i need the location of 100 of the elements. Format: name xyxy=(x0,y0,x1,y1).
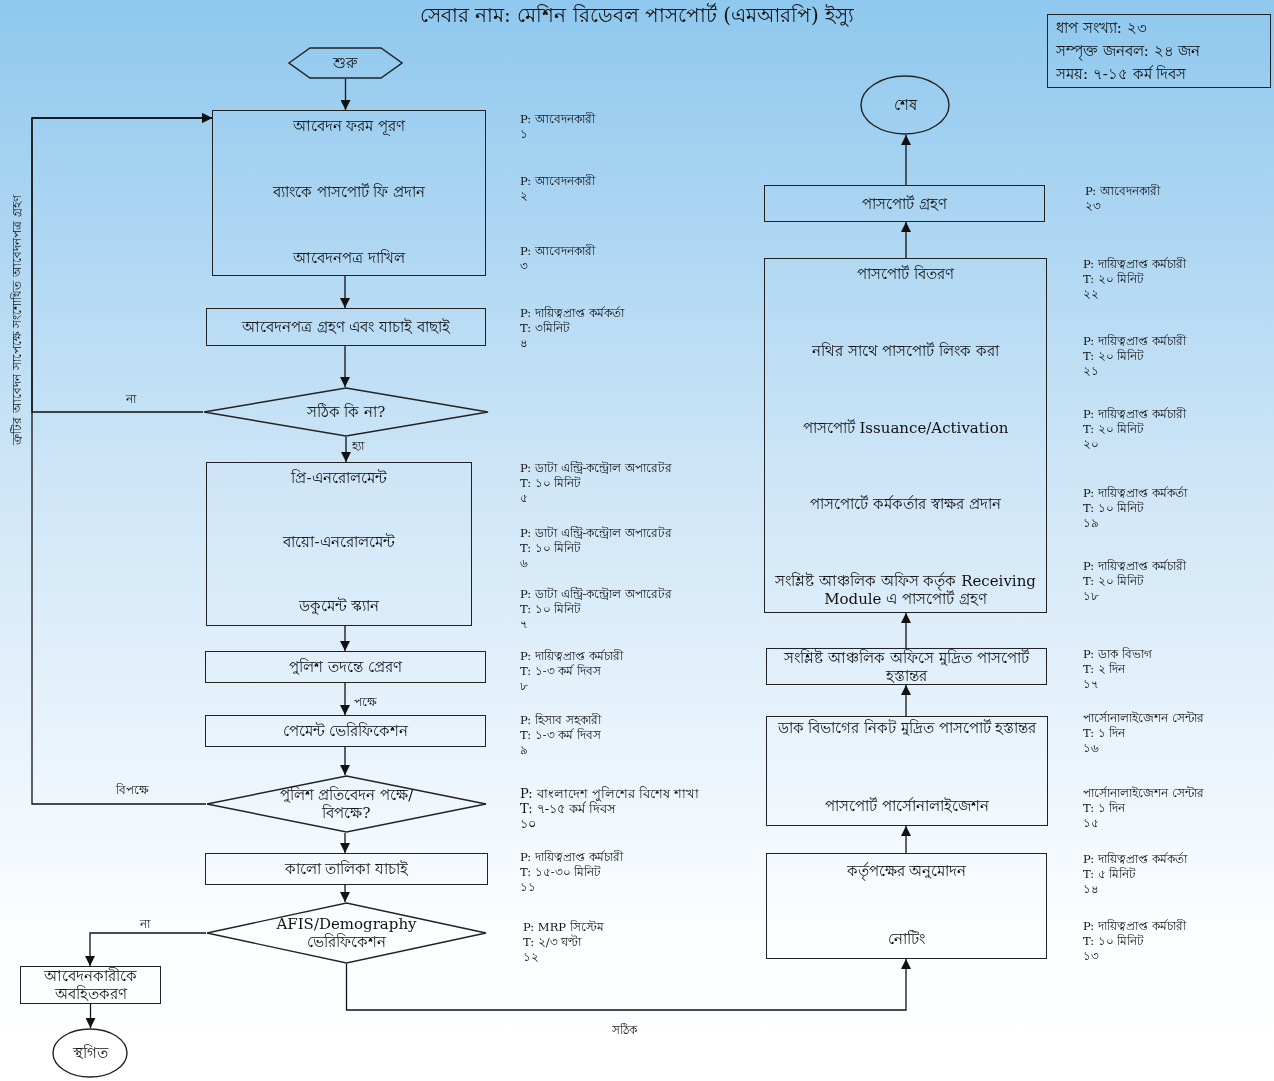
step-note: P: দায়িত্বপ্রাপ্ত কর্মচারী xyxy=(1083,920,1186,934)
step-note: ১৫ xyxy=(1083,817,1099,831)
step-note: T: ৩মিনিট xyxy=(520,322,570,336)
arrow xyxy=(340,345,350,388)
edge-label: বিপক্ষে xyxy=(116,782,149,799)
step-label: শেষ xyxy=(893,96,917,114)
arrow xyxy=(340,275,350,309)
arrow xyxy=(340,884,350,903)
step-note: P: আবেদনকারী xyxy=(1085,185,1160,199)
terminal-circle xyxy=(860,75,950,135)
process-box xyxy=(766,716,1048,826)
step-label: বায়ো-এনরোলমেন্ট xyxy=(283,533,395,551)
step-label: স্থগিত xyxy=(72,1044,108,1062)
arrow xyxy=(901,221,911,259)
step-label: সঠিক কি না? xyxy=(306,403,386,421)
step-note: ৪ xyxy=(520,337,528,351)
step-note: পার্সোনালাইজেশন সেন্টার xyxy=(1083,712,1204,726)
arrow xyxy=(31,113,213,805)
step-note: P: আবেদনকারী xyxy=(520,245,595,259)
step-note: ১৩ xyxy=(1083,950,1099,964)
side-note: ত্রুটির আবেদন সাপেক্ষে সংশোধিত আবেদনপত্র গ্রহণ xyxy=(8,195,25,445)
step-note: T: ২/৩ ঘণ্টা xyxy=(523,936,582,950)
step-label: পুলিশ প্রতিবেদন পক্ষে/বিপক্ষে? xyxy=(278,786,415,822)
arrow xyxy=(341,436,351,463)
step-label: কালো তালিকা যাচাই xyxy=(284,860,409,878)
step-label: আবেদন ফরম পূরণ xyxy=(292,117,406,135)
step-note: T: ১-৩ কর্ম দিবস xyxy=(520,729,601,743)
step-label: আবেদনপত্র গ্রহণ এবং যাচাই বাছাই xyxy=(241,318,451,336)
step-note: ১১ xyxy=(520,881,536,895)
arrow xyxy=(345,958,911,1011)
step-note: ২ xyxy=(520,190,528,204)
edge-label: হ্যা xyxy=(352,438,364,455)
arrow xyxy=(901,825,911,854)
process-box xyxy=(205,715,486,747)
start-hexagon xyxy=(288,47,403,79)
step-note: P: দায়িত্বপ্রাপ্ত কর্মচারী xyxy=(1083,408,1186,422)
title: সেবার নাম: মেশিন রিডেবল পাসপোর্ট (এমআরপি) ইস্যু xyxy=(419,3,855,27)
step-label: পাসপোর্ট বিতরণ xyxy=(857,265,954,283)
step-note: ২১ xyxy=(1083,365,1099,379)
step-note: T: ৭-১৫ কর্ম দিবস xyxy=(520,801,617,817)
arrow xyxy=(340,625,350,652)
step-label: পুলিশ তদন্তে প্রেরণ xyxy=(289,658,402,676)
step-label: নোটিং xyxy=(888,930,925,948)
info-line: সম্পৃক্ত জনবল: ২৪ জন xyxy=(1056,42,1201,60)
decision-diamond xyxy=(206,902,487,964)
step-note: ৭ xyxy=(520,618,528,632)
step-note: P: ডাটা এন্ট্রি-কন্ট্রোল অপারেটর xyxy=(520,462,673,476)
step-note: ৯ xyxy=(520,744,528,758)
step-note: P: দায়িত্বপ্রাপ্ত কর্মচারী xyxy=(520,650,623,664)
process-box xyxy=(20,966,161,1004)
step-note: ৩ xyxy=(520,260,528,274)
step-note: T: ১ দিন xyxy=(1083,727,1126,741)
step-label: পাসপোর্টে কর্মকর্তার স্বাক্ষর প্রদান xyxy=(810,495,1001,514)
step-note: T: ২০ মিনিট xyxy=(1083,350,1145,364)
step-note: P: দায়িত্বপ্রাপ্ত কর্মকর্তা xyxy=(1083,487,1187,501)
step-note: ১ xyxy=(520,128,528,142)
step-note: T: ১০ মিনিট xyxy=(520,603,582,617)
arrow xyxy=(901,684,911,717)
step-label: পাসপোর্ট গ্রহণ xyxy=(862,194,947,213)
step-note: P: MRP সিস্টেম xyxy=(523,921,604,934)
step-note: ১৯ xyxy=(1083,517,1099,531)
info-line: ধাপ সংখ্যা: ২৩ xyxy=(1056,19,1147,37)
decision-diamond xyxy=(206,775,487,833)
step-note: P: ডাটা এন্ট্রি-কন্ট্রোল অপারেটর xyxy=(520,527,673,541)
step-note: পার্সোনালাইজেশন সেন্টার xyxy=(1083,787,1204,801)
edge-label: না xyxy=(126,391,136,408)
step-label: পাসপোর্ট পার্সোনালাইজেশন xyxy=(825,797,989,815)
step-note: ১০ xyxy=(520,816,536,832)
step-note: P: ডাক বিভাগ xyxy=(1083,648,1152,662)
step-label: ডকুমেন্ট স্ক্যান xyxy=(298,597,380,615)
step-note: ২০ xyxy=(1083,438,1099,452)
step-note: P: দায়িত্বপ্রাপ্ত কর্মচারী xyxy=(1083,560,1186,574)
step-note: P: দায়িত্বপ্রাপ্ত কর্মকর্তা xyxy=(520,307,624,321)
step-note: ২৩ xyxy=(1085,200,1101,214)
step-note: T: ২ দিন xyxy=(1083,663,1126,677)
step-label: আবেদনকারীকে অবহিতকরণ xyxy=(43,967,138,1003)
step-note: T: ১০ মিনিট xyxy=(520,542,582,556)
info-line: সময়: ৭-১৫ কর্ম দিবস xyxy=(1056,65,1187,83)
step-note: T: ১-৩ কর্ম দিবস xyxy=(520,665,601,679)
arrow xyxy=(340,832,350,854)
step-note: ৬ xyxy=(520,557,528,571)
step-note: T: ১০ মিনিট xyxy=(1083,935,1145,949)
step-label: ডাক বিভাগের নিকট মুদ্রিত পাসপোর্ট হস্তান্তর xyxy=(777,719,1037,737)
step-label: ব্যাংকে পাসপোর্ট ফি প্রদান xyxy=(272,183,426,201)
step-note: ৮ xyxy=(520,680,528,694)
step-note: T: ১০ মিনিট xyxy=(520,477,582,491)
process-box xyxy=(764,185,1045,222)
step-note: ১৭ xyxy=(1083,678,1099,692)
step-note: P: আবেদনকারী xyxy=(520,113,595,127)
step-note: T: ৫ মিনিট xyxy=(1083,868,1137,882)
step-label: নথির সাথে পাসপোর্ট লিংক করা xyxy=(811,341,1000,360)
arrow xyxy=(901,134,911,186)
process-box xyxy=(212,110,486,276)
edge-label: সঠিক xyxy=(612,1022,637,1039)
step-label: প্রি-এনরোলমেন্ট xyxy=(291,469,387,487)
process-box xyxy=(206,462,472,626)
step-note: P: বাংলাদেশ পুলিশের বিশেষ শাখা xyxy=(520,786,700,802)
process-box xyxy=(205,651,486,683)
arrow xyxy=(340,746,350,776)
arrow xyxy=(901,612,911,649)
